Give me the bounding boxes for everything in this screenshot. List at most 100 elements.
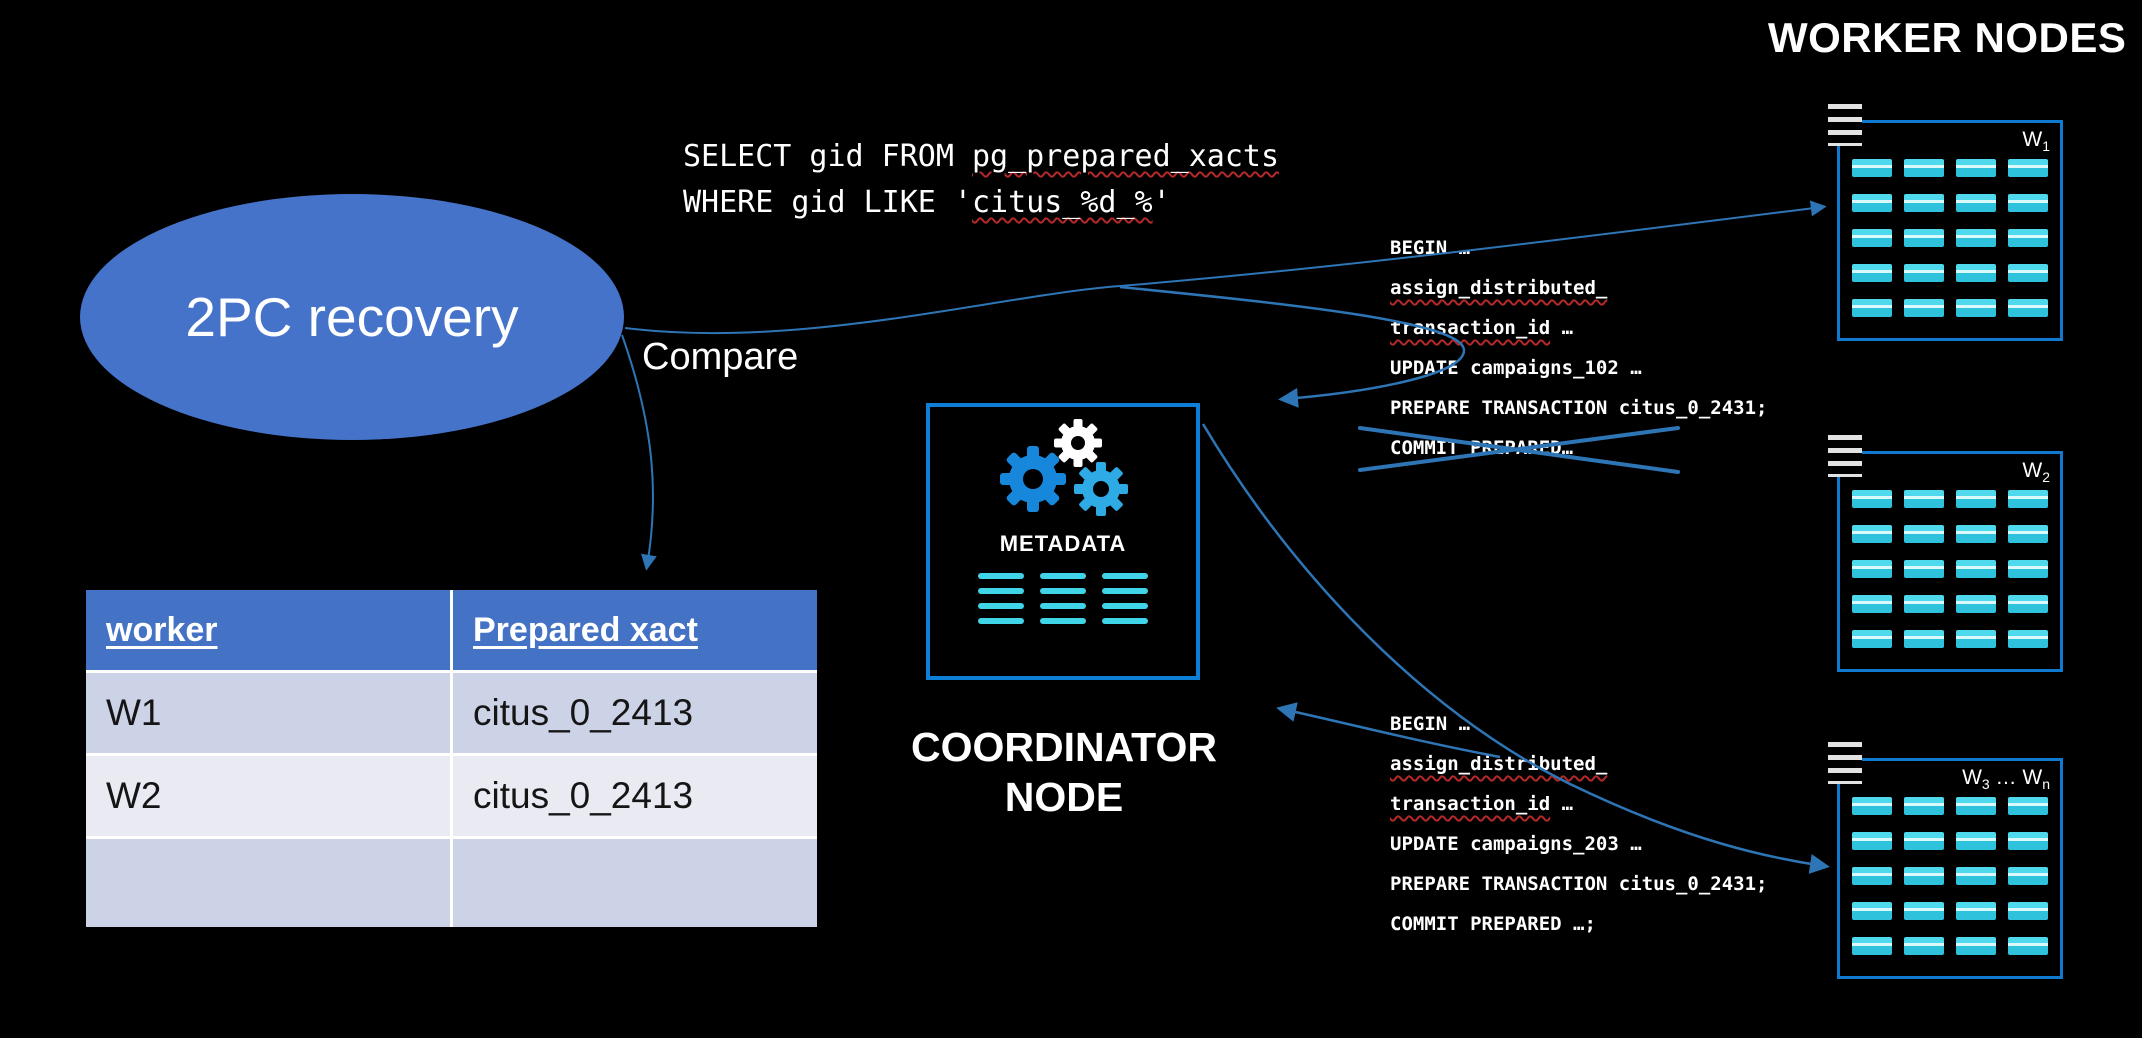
worker-node-label: W1 <box>2022 128 2050 155</box>
2pc-recovery-label: 2PC recovery <box>185 286 519 348</box>
2pc-recovery-ellipse: 2PC recovery <box>80 194 624 440</box>
shard-icon <box>1852 560 1892 578</box>
shard-icon <box>2008 194 2048 212</box>
shard-grid <box>1852 159 2048 317</box>
code-line: COMMIT PREPARED …; <box>1390 913 1596 935</box>
compare-label: Compare <box>642 336 799 378</box>
shard-icon <box>1956 490 1996 508</box>
shard-icon <box>2008 264 2048 282</box>
shard-icon <box>1904 299 1944 317</box>
metadata-bar <box>978 588 1024 594</box>
metadata-bar <box>1040 588 1086 594</box>
shard-icon <box>1852 867 1892 885</box>
metadata-rows-icon <box>978 573 1148 624</box>
worker-node-w1: W1 <box>1828 104 2063 341</box>
gears-icon <box>1000 419 1128 516</box>
table-header-row: worker Prepared xact <box>86 590 817 673</box>
worker-node-w3-wn: W3 … Wn <box>1828 742 2063 979</box>
shard-icon <box>1904 159 1944 177</box>
cell-prepared-xact <box>451 837 817 927</box>
misspelled-token: pg_prepared_xacts <box>971 139 1280 174</box>
misspelled-token: citus_%d_% <box>971 185 1153 220</box>
shard-icon <box>2008 832 2048 850</box>
shard-icon <box>1852 490 1892 508</box>
transaction-log-w1: BEGIN … assign_distributed_ transaction_id… <box>1390 228 1768 468</box>
shard-icon <box>1956 264 1996 282</box>
prepared-xact-table: worker Prepared xact W1 citus_0_2413 W2 … <box>86 590 817 927</box>
server-icon <box>1828 742 1862 784</box>
col-header-prepared-xact: Prepared xact <box>451 590 817 673</box>
shard-icon <box>1956 630 1996 648</box>
shard-icon <box>1956 159 1996 177</box>
shard-icon <box>1852 159 1892 177</box>
shard-icon <box>1904 797 1944 815</box>
shard-icon <box>1956 194 1996 212</box>
misspelled-token: transaction_id <box>1390 793 1551 815</box>
shard-icon <box>1956 595 1996 613</box>
table-row: W2 citus_0_2413 <box>86 754 817 839</box>
shard-icon <box>1852 937 1892 955</box>
shard-icon <box>1904 595 1944 613</box>
shard-icon <box>1904 832 1944 850</box>
cell-prepared-xact: citus_0_2413 <box>451 671 817 756</box>
cell-worker: W1 <box>86 671 453 756</box>
shard-icon <box>1852 264 1892 282</box>
metadata-bar <box>1040 573 1086 579</box>
code-line: transaction_id … <box>1390 793 1574 815</box>
col-header-worker: worker <box>86 590 453 673</box>
metadata-bar <box>1040 603 1086 609</box>
shard-icon <box>1852 595 1892 613</box>
code-line: UPDATE campaigns_203 … <box>1390 833 1642 855</box>
shard-icon <box>1852 797 1892 815</box>
worker-node-label: W3 … Wn <box>1962 766 2050 793</box>
code-line: assign_distributed_ <box>1390 268 1768 308</box>
shard-icon <box>1956 229 1996 247</box>
metadata-bar <box>1102 603 1148 609</box>
shard-icon <box>1904 264 1944 282</box>
sql-line-1: SELECT gid FROM pg_prepared_xacts <box>683 139 1280 174</box>
code-line: PREPARE TRANSACTION citus_0_2431; <box>1390 397 1768 419</box>
shard-icon <box>1956 797 1996 815</box>
shard-icon <box>2008 299 2048 317</box>
code-line: COMMIT PREPARED… <box>1390 437 1574 459</box>
shard-icon <box>1956 560 1996 578</box>
worker-node-w2: W2 <box>1828 435 2063 672</box>
shard-icon <box>1956 832 1996 850</box>
shard-icon <box>1904 867 1944 885</box>
shard-icon <box>1852 299 1892 317</box>
table-row <box>86 837 817 927</box>
shard-icon <box>1956 902 1996 920</box>
metadata-bar <box>1040 618 1086 624</box>
metadata-bar <box>978 618 1024 624</box>
shard-grid <box>1852 797 2048 955</box>
transaction-log-w3: BEGIN …assign_distributed_transaction_id… <box>1390 704 1768 944</box>
shard-icon <box>1904 902 1944 920</box>
shard-icon <box>2008 630 2048 648</box>
shard-icon <box>2008 867 2048 885</box>
shard-icon <box>1904 490 1944 508</box>
shard-icon <box>1956 937 1996 955</box>
shard-icon <box>1904 630 1944 648</box>
coordinator-title-line-2: NODE <box>1004 774 1124 820</box>
shard-icon <box>1852 902 1892 920</box>
shard-icon <box>2008 797 2048 815</box>
code-line: BEGIN … <box>1390 237 1471 259</box>
misspelled-token: assign_distributed_ <box>1390 753 1608 775</box>
shard-icon <box>2008 595 2048 613</box>
sql-query: SELECT gid FROM pg_prepared_xacts WHERE … <box>683 134 1279 226</box>
shard-icon <box>1956 867 1996 885</box>
shard-icon <box>1904 229 1944 247</box>
metadata-bar <box>1102 588 1148 594</box>
cell-worker <box>86 837 453 927</box>
misspelled-token: assign_distributed_ <box>1390 277 1608 299</box>
metadata-bar <box>1102 573 1148 579</box>
misspelled-token: transaction_id <box>1390 317 1551 339</box>
shard-icon <box>2008 490 2048 508</box>
worker-nodes-heading: WORKER NODES <box>1768 14 2127 61</box>
coordinator-node-title: COORDINATOR NODE <box>858 722 1270 822</box>
code-line: UPDATE campaigns_102 … <box>1390 357 1642 379</box>
metadata-bar <box>978 573 1024 579</box>
server-icon <box>1828 104 1862 146</box>
shard-icon <box>2008 937 2048 955</box>
